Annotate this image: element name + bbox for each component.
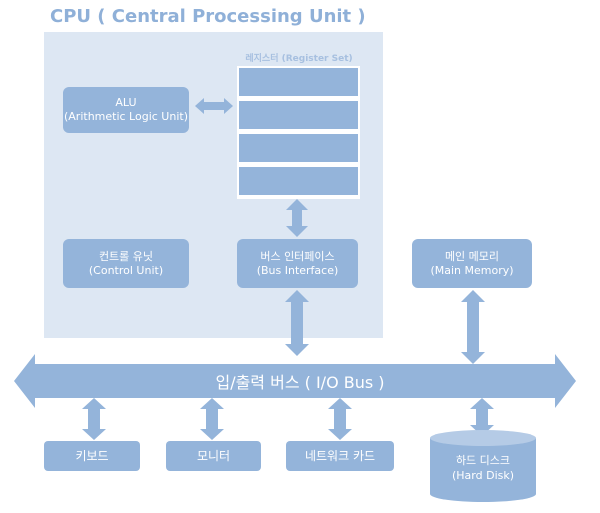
- control-unit-box: 컨트롤 유닛 (Control Unit): [63, 239, 189, 288]
- hard-disk-name: 하드 디스크: [455, 454, 511, 467]
- hard-disk-label: 하드 디스크 (Hard Disk): [430, 453, 536, 483]
- register-cell: [239, 134, 358, 162]
- control-unit-name: 컨트롤 유닛: [98, 249, 154, 263]
- network-card-label: 네트워크 카드: [304, 449, 376, 463]
- alu-desc: (Arithmetic Logic Unit): [63, 110, 188, 123]
- monitor-label: 모니터: [196, 449, 231, 463]
- alu-register-arrow: [195, 98, 233, 114]
- register-cell: [239, 167, 358, 195]
- keyboard-label: 키보드: [75, 449, 109, 463]
- bus-interface-box: 버스 인터페이스 (Bus Interface): [237, 239, 358, 288]
- main-memory-desc: (Main Memory): [430, 263, 514, 277]
- hard-disk-cylinder: [430, 430, 536, 502]
- io-bus-arrow: [14, 354, 576, 408]
- alu-name: ALU: [115, 96, 137, 109]
- hard-disk-desc: (Hard Disk): [451, 469, 515, 482]
- register-set: [237, 66, 360, 199]
- memory-io-arrow: [461, 290, 485, 364]
- keyboard-box: 키보드: [44, 441, 140, 471]
- monitor-io-arrow: [200, 398, 224, 440]
- bus-interface-desc: (Bus Interface): [256, 263, 339, 277]
- control-unit-desc: (Control Unit): [88, 263, 164, 277]
- network-card-io-arrow: [328, 398, 352, 440]
- keyboard-io-arrow: [82, 398, 106, 440]
- register-set-title: 레지스터 (Register Set): [245, 54, 353, 64]
- io-bus-label: 입/출력 버스 ( I/O Bus ): [215, 373, 385, 392]
- register-bus-interface-arrow: [286, 199, 308, 237]
- hard-disk-io-arrow: [470, 398, 494, 436]
- main-memory-box: 메인 메모리 (Main Memory): [412, 239, 532, 288]
- bus-interface-name: 버스 인터페이스: [260, 249, 335, 263]
- main-memory-name: 메인 메모리: [444, 249, 500, 263]
- cpu-title: CPU ( Central Processing Unit ): [50, 6, 366, 27]
- monitor-box: 모니터: [166, 441, 261, 471]
- network-card-box: 네트워크 카드: [286, 441, 394, 471]
- register-cell: [239, 101, 358, 129]
- alu-box: ALU (Arithmetic Logic Unit): [63, 87, 189, 133]
- register-cell: [239, 68, 358, 96]
- bus-interface-io-arrow: [285, 290, 309, 356]
